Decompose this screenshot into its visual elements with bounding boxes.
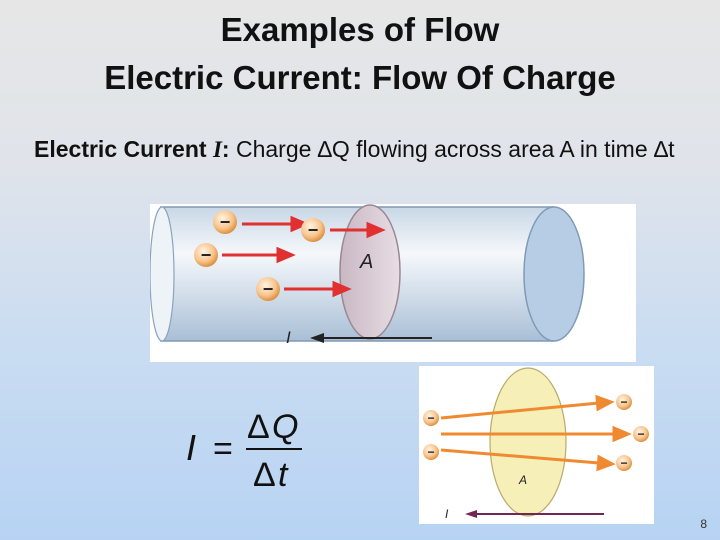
negative-charge: − xyxy=(301,218,325,242)
title-line-2: Electric Current: Flow Of Charge xyxy=(0,54,720,102)
negative-charge: − xyxy=(633,426,649,442)
svg-text:−: − xyxy=(620,395,627,409)
negative-charge: − xyxy=(213,210,237,234)
negative-charge: − xyxy=(256,277,280,301)
svg-text:−: − xyxy=(637,427,644,441)
body-text-3: t xyxy=(668,136,674,162)
area-label: A xyxy=(359,251,373,273)
body-delta-2: ∆ xyxy=(654,136,668,162)
negative-charge: − xyxy=(423,410,439,426)
body-text-2: Q flowing across area A in time xyxy=(332,136,654,162)
formula-denominator-delta: ∆ xyxy=(254,456,275,494)
tube-left-end xyxy=(150,207,174,341)
svg-text:−: − xyxy=(220,212,231,232)
negative-charge: − xyxy=(616,455,632,471)
formula-numerator-delta: ∆ xyxy=(248,408,269,446)
tube-figure: − − − − A I xyxy=(150,204,636,362)
negative-charge: − xyxy=(616,394,632,410)
formula-lhs: I xyxy=(186,427,196,468)
formula-denominator-var: t xyxy=(278,456,289,494)
body-text: Electric Current I: Charge ∆Q flowing ac… xyxy=(34,133,694,166)
body-text-1: Charge xyxy=(230,136,318,162)
formula-numerator-var: Q xyxy=(272,408,298,446)
current-formula: I = ∆ Q ∆ t xyxy=(180,398,320,498)
title-line-1: Examples of Flow xyxy=(0,6,720,54)
formula-equals: = xyxy=(213,430,233,468)
charge-arrows xyxy=(441,397,628,469)
cross-section-figure: − − − − − A I xyxy=(419,366,654,524)
negative-charge: − xyxy=(423,444,439,460)
area-label: A xyxy=(518,473,527,487)
svg-text:−: − xyxy=(308,220,319,240)
body-current-variable: I xyxy=(213,137,222,162)
tube-right-end xyxy=(524,207,584,341)
negative-charge: − xyxy=(194,243,218,267)
current-label: I xyxy=(286,328,291,347)
slide-title: Examples of Flow Electric Current: Flow … xyxy=(0,6,720,102)
body-delta-1: ∆ xyxy=(318,136,332,162)
svg-text:−: − xyxy=(427,445,434,459)
current-label: I xyxy=(445,507,449,521)
svg-text:−: − xyxy=(201,245,212,265)
area-ellipse xyxy=(490,368,566,516)
svg-text:−: − xyxy=(620,456,627,470)
body-colon: : xyxy=(222,136,230,162)
svg-text:−: − xyxy=(263,279,274,299)
body-bold-term: Electric Current xyxy=(34,136,207,162)
page-number: 8 xyxy=(700,517,707,531)
svg-text:−: − xyxy=(427,411,434,425)
